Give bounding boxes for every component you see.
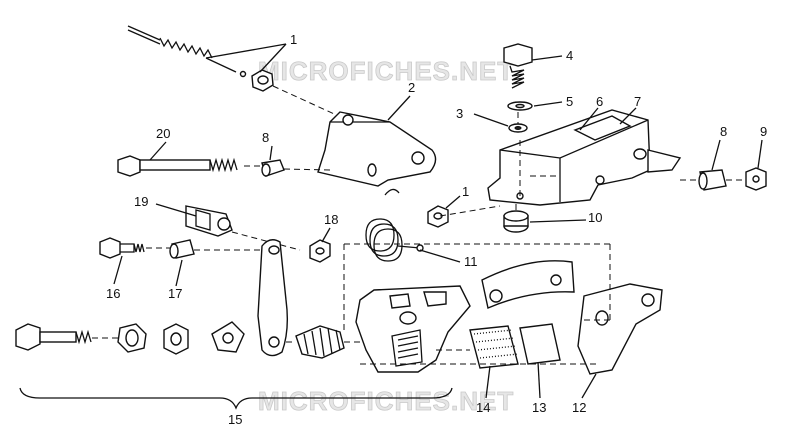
callout-11: 11: [464, 254, 478, 269]
mounting-bracket-part: [317, 111, 437, 187]
watermark-bottom: MICROFICHES.NET: [258, 386, 514, 416]
callout-3: 3: [456, 106, 463, 121]
callout-9: 9: [760, 124, 767, 139]
callout-20: 20: [156, 126, 170, 141]
callout-1-top: 1: [290, 32, 297, 47]
pad-carrier-part: [355, 285, 471, 373]
torsion-spring-part: [365, 188, 424, 262]
adjuster-assembly-part: [15, 321, 362, 359]
callout-14: 14: [476, 400, 490, 415]
callout-15: 15: [228, 412, 242, 427]
callout-10: 10: [588, 210, 602, 225]
callout-7: 7: [634, 94, 641, 109]
assembly-bracket-15: [19, 387, 453, 410]
callout-4: 4: [566, 48, 573, 63]
callout-8-left: 8: [262, 130, 269, 145]
top-bolt-and-washers-part: [503, 43, 533, 133]
side-plate-part: [577, 283, 663, 375]
callout-2: 2: [408, 80, 415, 95]
callout-5: 5: [566, 94, 573, 109]
throttle-lever-part: [257, 239, 289, 357]
callout-8-right: 8: [720, 124, 727, 139]
spacer-left-part: [261, 159, 331, 177]
short-bolt-part: [99, 237, 170, 259]
assembly-guide-lines: [343, 205, 611, 365]
callout-6: 6: [596, 94, 603, 109]
brake-pad-14-part: [469, 325, 519, 369]
cap-part: [503, 204, 529, 233]
carburetor-housing-part: [487, 109, 682, 206]
bushing-part: [169, 239, 262, 259]
nut-18-part: [309, 239, 331, 263]
long-bolt-part: [117, 155, 265, 177]
watermark-top: MICROFICHES.NET: [258, 56, 514, 86]
callout-12: 12: [572, 400, 586, 415]
nut-middle-part: [427, 205, 449, 228]
callout-16: 16: [106, 286, 120, 301]
throttle-cable-part: [127, 25, 344, 119]
callout-labels: 1 2 3 4 5 6 7 8 9 10 11 12 13 14 15 16 1…: [106, 32, 767, 427]
cable-end-part: [185, 205, 301, 251]
arc-plate-part: [481, 260, 575, 309]
callout-19: 19: [134, 194, 148, 209]
spacer-right-part: [680, 167, 767, 191]
leader-lines: [113, 43, 763, 399]
callout-17: 17: [168, 286, 182, 301]
brake-pad-13-part: [519, 323, 561, 365]
callout-13: 13: [532, 400, 546, 415]
callout-18: 18: [324, 212, 338, 227]
callout-1-middle: 1: [462, 184, 469, 199]
